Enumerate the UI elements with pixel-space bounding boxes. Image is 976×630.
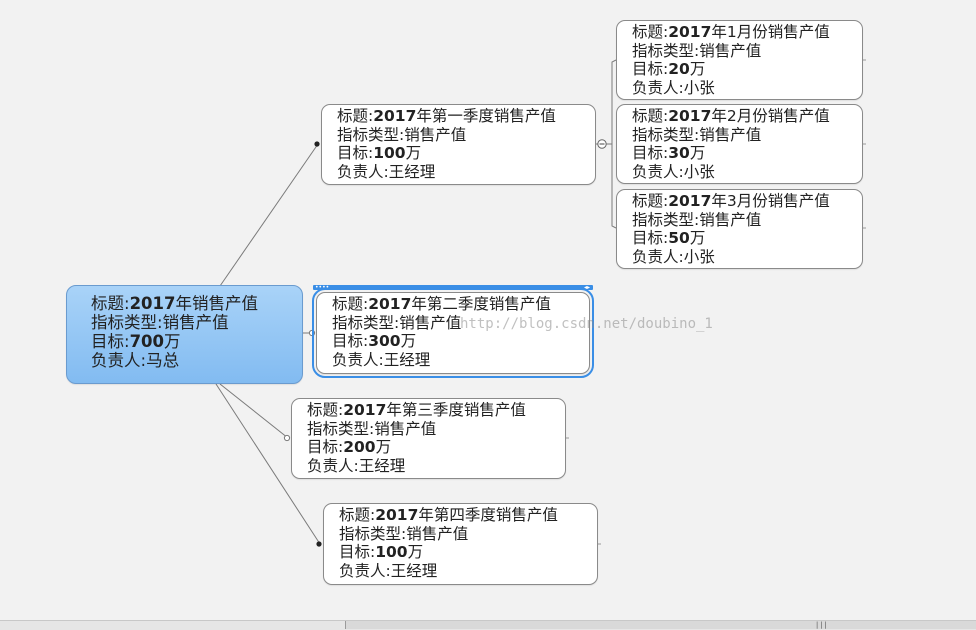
node-month-1[interactable]: 标题:2017年1月份销售产值 指标类型:销售产值 目标:20万 负责人:小张 xyxy=(616,20,863,100)
dot-q4 xyxy=(316,541,322,547)
q3-target-line: 目标:200万 xyxy=(307,438,392,457)
bracket-months xyxy=(611,59,617,229)
q4-owner-line: 负责人:王经理 xyxy=(339,561,438,580)
m1-target-line: 目标:20万 xyxy=(632,60,706,79)
q2-target-line: 目标:300万 xyxy=(332,332,417,351)
q2-type-line: 指标类型:销售产值 xyxy=(332,313,462,332)
dot-q1 xyxy=(314,141,320,147)
horizontal-scrollbar[interactable]: ||| xyxy=(0,620,976,630)
m3-type-line: 指标类型:销售产值 xyxy=(632,210,762,229)
root-title-line: 标题:2017年销售产值 xyxy=(91,294,258,313)
node-root[interactable]: 标题:2017年销售产值 指标类型:销售产值 目标:700万 负责人:马总 xyxy=(66,285,303,384)
m3-title-line: 标题:2017年3月份销售产值 xyxy=(632,192,830,210)
q2-title-line: 标题:2017年第二季度销售产值 xyxy=(332,295,551,313)
q1-owner-line: 负责人:王经理 xyxy=(337,162,436,181)
root-type-line: 指标类型:销售产值 xyxy=(91,313,229,332)
node-month-2[interactable]: 标题:2017年2月份销售产值 指标类型:销售产值 目标:30万 负责人:小张 xyxy=(616,104,863,184)
m3-owner-line: 负责人:小张 xyxy=(632,247,715,266)
q3-title-line: 标题:2017年第三季度销售产值 xyxy=(307,401,526,419)
root-target-line: 目标:700万 xyxy=(91,332,181,351)
m1-owner-line: 负责人:小张 xyxy=(632,78,715,97)
dot-q2 xyxy=(308,329,316,337)
q4-target-line: 目标:100万 xyxy=(339,543,424,562)
m2-title-line: 标题:2017年2月份销售产值 xyxy=(632,107,830,125)
m1-type-line: 指标类型:销售产值 xyxy=(632,41,762,60)
node-q1[interactable]: 标题:2017年第一季度销售产值 指标类型:销售产值 目标:100万 负责人:王… xyxy=(321,104,596,185)
q1-target-line: 目标:100万 xyxy=(337,144,422,163)
node-month-3[interactable]: 标题:2017年3月份销售产值 指标类型:销售产值 目标:50万 负责人:小张 xyxy=(616,189,863,269)
m2-type-line: 指标类型:销售产值 xyxy=(632,125,762,144)
connector-root-q3 xyxy=(219,383,289,439)
q2-owner-line: 负责人:王经理 xyxy=(332,350,431,369)
q4-type-line: 指标类型:销售产值 xyxy=(339,524,469,543)
m2-target-line: 目标:30万 xyxy=(632,144,706,163)
selection-handle-bar[interactable]: ••••◂▸ xyxy=(313,285,593,291)
q1-type-line: 指标类型:销售产值 xyxy=(337,125,467,144)
q4-title-line: 标题:2017年第四季度销售产值 xyxy=(339,506,558,524)
dot-q3 xyxy=(283,434,291,442)
scrollbar-track[interactable] xyxy=(345,621,976,629)
m1-title-line: 标题:2017年1月份销售产值 xyxy=(632,23,830,41)
connector-root-q1 xyxy=(219,143,319,287)
m3-target-line: 目标:50万 xyxy=(632,229,706,248)
q1-title-line: 标题:2017年第一季度销售产值 xyxy=(337,107,556,125)
node-q4[interactable]: 标题:2017年第四季度销售产值 指标类型:销售产值 目标:100万 负责人:王… xyxy=(323,503,598,585)
scrollbar-grip-icon[interactable]: ||| xyxy=(815,621,828,629)
q3-owner-line: 负责人:王经理 xyxy=(307,456,406,475)
root-owner-line: 负责人:马总 xyxy=(91,351,180,370)
q3-type-line: 指标类型:销售产值 xyxy=(307,419,437,438)
node-q2[interactable]: 标题:2017年第二季度销售产值 指标类型:销售产值 目标:300万 负责人:王… xyxy=(312,288,594,378)
connector-root-q4 xyxy=(215,383,321,545)
m2-owner-line: 负责人:小张 xyxy=(632,162,715,181)
node-q3[interactable]: 标题:2017年第三季度销售产值 指标类型:销售产值 目标:200万 负责人:王… xyxy=(291,398,566,479)
